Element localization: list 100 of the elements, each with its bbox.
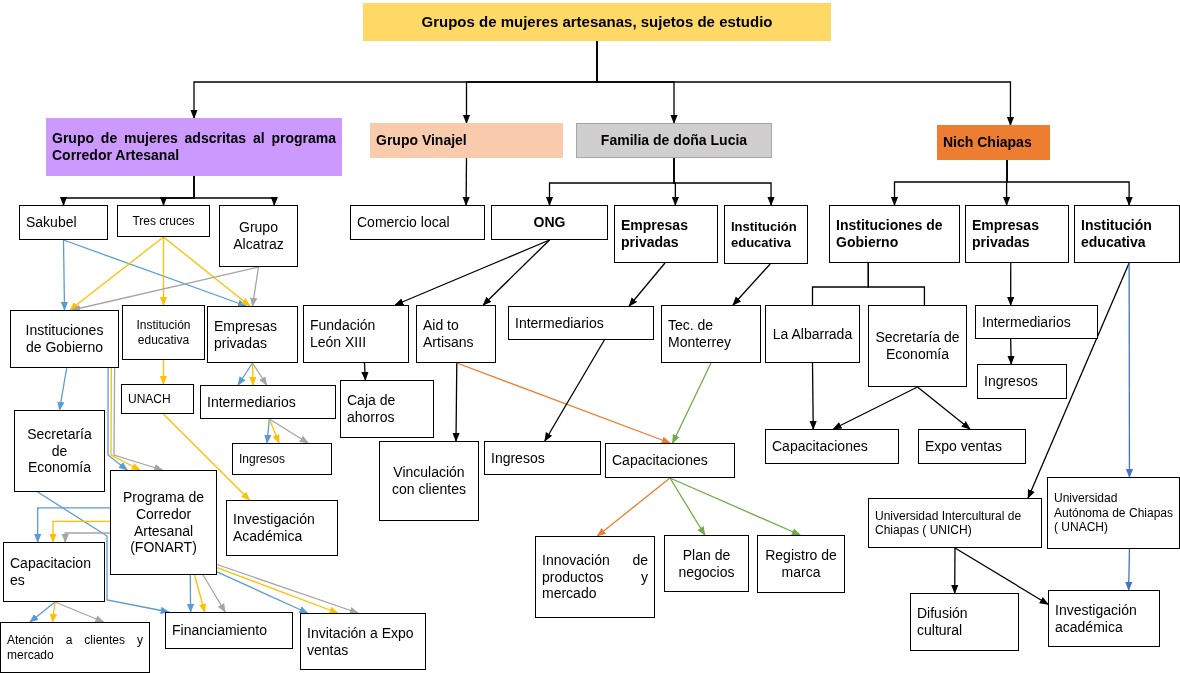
concept-box: [918, 429, 1026, 464]
concept-box: [1048, 590, 1160, 647]
box-label: Grupos de mujeres artesanas, sujetos de estudio: [420, 13, 774, 31]
arrow: [61, 532, 111, 543]
arrow: [596, 477, 671, 537]
box-label: Comercio local: [357, 214, 451, 231]
concept-box: [868, 305, 967, 387]
box-label: Institución educativa: [1081, 217, 1153, 251]
arrow: [60, 239, 68, 311]
concept-box: [508, 306, 654, 340]
arrow: [216, 563, 359, 614]
box-label: Financiamiento: [172, 622, 268, 639]
arrow: [1007, 262, 1015, 306]
concept-box: [975, 305, 1098, 339]
arrow: [113, 367, 164, 472]
arrow: [1027, 262, 1130, 499]
box-label: Ingresos: [491, 449, 546, 467]
box-label: Sakubel: [26, 214, 78, 231]
arrow: [37, 491, 170, 614]
box-label: Capacitaciones: [772, 438, 869, 455]
arrow: [62, 239, 247, 307]
header-box: [937, 125, 1050, 160]
arrow: [732, 263, 771, 306]
box-label: Nich Chiapas: [943, 134, 1033, 151]
arrow: [237, 362, 254, 386]
header-box: [576, 123, 772, 158]
concept-box: [605, 443, 735, 478]
box-label: Intermediarios: [982, 313, 1072, 331]
box-label: Investigación Académica: [233, 511, 316, 545]
arrow: [832, 386, 919, 430]
arrow: [162, 413, 251, 501]
box-label: Secretaría de Economía: [875, 329, 960, 363]
concept-box: [121, 384, 194, 414]
box-label: Aid to Artisans: [423, 317, 475, 351]
concept-box: [19, 205, 108, 240]
box-label: Secretaría de Economía: [26, 425, 93, 477]
concept-box: [868, 498, 1042, 548]
arrow: [249, 362, 257, 386]
concept-box: [350, 205, 485, 240]
header-box: [363, 3, 831, 41]
concept-box: [757, 535, 845, 593]
concept-box: [3, 542, 105, 602]
arrow: [216, 567, 339, 614]
box-label: Ingresos: [984, 373, 1039, 390]
arrow: [1125, 548, 1133, 591]
concept-box: [535, 536, 655, 618]
box-label: Difusión cultural: [917, 605, 969, 639]
concept-box: [303, 305, 409, 363]
arrow: [250, 266, 260, 307]
arrow: [268, 418, 309, 444]
concept-box: [491, 205, 608, 240]
box-label: Empresas privadas: [214, 317, 279, 352]
box-label: Institución educativa: [731, 218, 798, 251]
box-label: Universidad Autónoma de Chiapas ( UNACH): [1054, 491, 1173, 535]
arrow: [159, 236, 168, 306]
arrow: [159, 359, 168, 385]
box-label: Programa de Corredor Artesanal (FONART): [122, 488, 205, 557]
concept-box: [219, 205, 298, 267]
concept-box: [340, 380, 434, 438]
concept-box: [614, 205, 718, 263]
arrow: [544, 339, 605, 442]
arrow: [202, 574, 226, 613]
box-label: Grupo Vinajel: [376, 132, 468, 149]
arrow: [669, 477, 801, 536]
arrow: [264, 418, 272, 444]
concept-box: [207, 306, 298, 363]
arrow: [954, 547, 1049, 605]
arrow: [71, 266, 260, 312]
box-label: Fundación León XIII: [310, 317, 377, 351]
arrow: [671, 362, 712, 444]
arrow: [361, 362, 369, 381]
box-label: UNACH: [128, 391, 172, 407]
arrow: [57, 367, 68, 411]
concept-box: [765, 305, 860, 363]
concept-box: [300, 613, 426, 670]
concept-box: [977, 364, 1067, 399]
concept-box: [910, 593, 1019, 651]
arrow: [673, 157, 775, 206]
concept-box: [165, 612, 293, 649]
arrow: [268, 418, 280, 444]
concept-box: [1074, 205, 1180, 263]
concept-box: [724, 205, 808, 264]
concept-box: [664, 535, 749, 592]
concept-box: [232, 443, 332, 475]
box-label: Institución educativa: [135, 318, 192, 347]
arrow: [186, 574, 195, 613]
arrow: [456, 362, 671, 444]
box-label: Grupo de mujeres adscritas al programa Corredor Artesanal: [52, 130, 336, 164]
arrow: [49, 601, 58, 623]
box-label: ONG: [532, 214, 567, 231]
box-label: Intermediarios: [515, 314, 605, 332]
arrow: [462, 157, 470, 206]
concept-box: [829, 205, 960, 263]
box-label: Atención a clientes y mercado: [7, 633, 143, 662]
arrow: [452, 362, 460, 442]
box-label: Expo ventas: [925, 438, 1004, 455]
concept-box: [661, 305, 761, 363]
box-label: Tres cruces: [131, 213, 196, 229]
box-label: Innovación de productos y mercado: [542, 551, 648, 603]
arrow: [1007, 338, 1015, 365]
